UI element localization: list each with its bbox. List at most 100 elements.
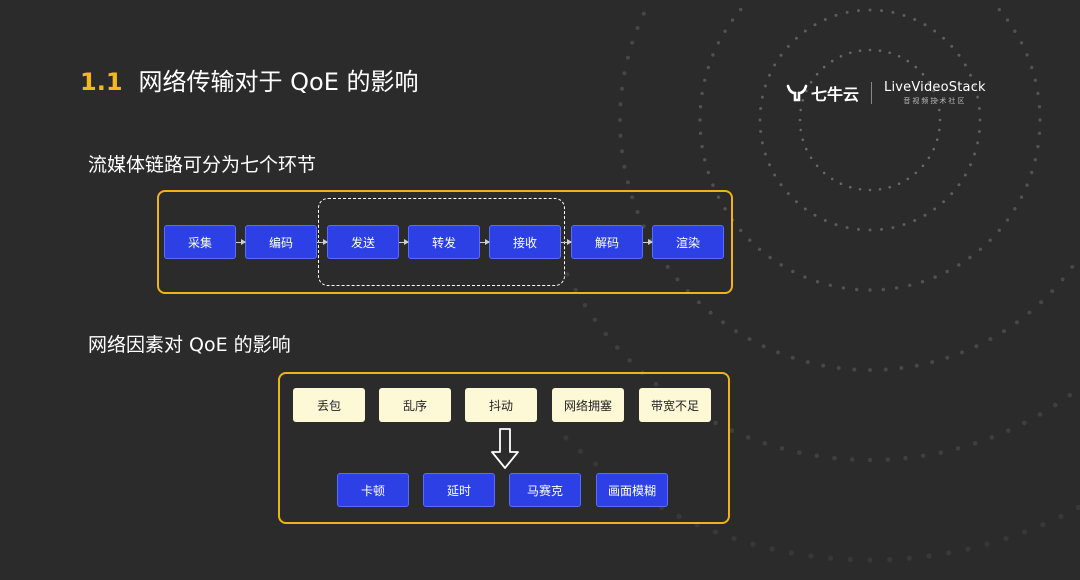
flow-arrow bbox=[643, 239, 653, 245]
stage-relay: 转发 bbox=[408, 225, 480, 259]
decor-dot bbox=[880, 227, 883, 231]
decor-dot bbox=[803, 275, 807, 279]
decor-dot bbox=[1033, 78, 1038, 83]
decor-dot bbox=[708, 310, 713, 315]
decor-dot bbox=[1014, 320, 1019, 325]
decor-dot bbox=[1025, 183, 1029, 187]
decor-dot bbox=[1003, 535, 1009, 542]
decor-dot bbox=[703, 78, 707, 83]
decor-dot bbox=[1075, 504, 1080, 511]
decor-dot bbox=[868, 188, 872, 192]
decor-dot bbox=[823, 18, 827, 21]
decor-dot bbox=[894, 286, 899, 290]
decor-dot bbox=[791, 269, 795, 274]
decor-dot bbox=[801, 138, 805, 141]
decor-dot bbox=[622, 71, 627, 76]
decor-dot bbox=[897, 182, 901, 185]
decor-dot bbox=[703, 158, 707, 162]
decor-dot bbox=[836, 366, 841, 370]
decor-dot bbox=[914, 363, 919, 368]
decor-dot bbox=[813, 23, 817, 27]
decor-dot bbox=[1013, 207, 1017, 211]
decor-dot bbox=[868, 368, 872, 372]
decor-dot bbox=[891, 226, 895, 230]
effect-latency: 延时 bbox=[423, 473, 495, 507]
decor-dot bbox=[779, 446, 785, 451]
decor-dot bbox=[868, 288, 872, 292]
decor-dot bbox=[794, 200, 798, 204]
decor-dot bbox=[868, 228, 872, 232]
flow-arrow bbox=[399, 239, 409, 245]
decor-dot bbox=[779, 53, 783, 57]
decor-dot bbox=[950, 44, 954, 48]
down-arrow-icon bbox=[491, 428, 519, 469]
decor-dot bbox=[883, 367, 888, 372]
decor-dot bbox=[794, 36, 798, 40]
flow-arrow bbox=[561, 239, 572, 245]
decor-dot bbox=[821, 363, 826, 368]
decor-dot bbox=[978, 247, 983, 251]
decor-dot bbox=[698, 131, 703, 135]
decor-dot bbox=[946, 550, 952, 556]
decor-dot bbox=[903, 455, 908, 461]
decor-dot bbox=[762, 441, 768, 446]
decor-dot bbox=[899, 366, 904, 370]
decor-dot bbox=[700, 91, 704, 96]
decor-dot bbox=[923, 213, 927, 217]
decor-dot bbox=[935, 138, 939, 141]
decor-dot bbox=[839, 55, 843, 58]
decor-dot bbox=[747, 337, 752, 342]
impact-heading: 网络因素对 QoE 的影响 bbox=[88, 334, 291, 356]
title-text: 网络传输对于 QoE 的影响 bbox=[138, 68, 419, 96]
factor-packet-loss: 丢包 bbox=[293, 388, 365, 422]
decor-dot bbox=[769, 546, 775, 552]
decor-dot bbox=[963, 173, 967, 177]
decor-dot bbox=[721, 320, 726, 325]
decor-dot bbox=[1025, 53, 1029, 57]
qiniu-logo: 七牛云 bbox=[786, 81, 859, 105]
decor-dot bbox=[977, 130, 981, 133]
decor-dot bbox=[799, 108, 802, 112]
decor-dot bbox=[926, 553, 932, 559]
decor-dot bbox=[622, 164, 627, 169]
decor-dot bbox=[849, 185, 852, 189]
decor-dot bbox=[887, 557, 893, 563]
decor-dot bbox=[832, 455, 837, 461]
decor-dot bbox=[845, 10, 849, 14]
decor-dot bbox=[809, 156, 813, 160]
decor-dot bbox=[1067, 392, 1073, 398]
decor-dot bbox=[977, 107, 981, 110]
decor-dot bbox=[768, 73, 771, 77]
effect-mosaic: 马赛克 bbox=[509, 473, 581, 507]
decor-dot bbox=[969, 163, 972, 167]
decor-dot bbox=[942, 200, 946, 204]
factor-congestion: 网络拥塞 bbox=[552, 388, 624, 422]
decor-dot bbox=[822, 65, 826, 69]
decor-dot bbox=[1040, 522, 1046, 528]
decor-dot bbox=[834, 223, 838, 227]
decor-dot bbox=[776, 350, 780, 355]
decor-dot bbox=[1037, 131, 1042, 135]
logo-area: 七牛云 LiveVideoStack 音视频技术社区 bbox=[786, 80, 986, 106]
decor-dot bbox=[711, 53, 715, 57]
decor-dot bbox=[803, 207, 807, 211]
decor-dot bbox=[1030, 65, 1034, 70]
decor-dot bbox=[955, 446, 961, 451]
decor-dot bbox=[808, 553, 814, 559]
decor-dot bbox=[973, 152, 977, 156]
decor-dot bbox=[881, 287, 885, 292]
decor-dot bbox=[797, 450, 802, 455]
decor-dot bbox=[957, 263, 961, 267]
decor-dot bbox=[582, 302, 588, 308]
decor-dot bbox=[849, 457, 855, 462]
decor-dot bbox=[921, 72, 925, 76]
stage-decode: 解码 bbox=[571, 225, 643, 259]
decor-dot bbox=[847, 557, 853, 563]
decor-dot bbox=[757, 247, 762, 251]
decor-dot bbox=[888, 51, 891, 55]
decor-dot bbox=[712, 529, 719, 535]
decor-dot bbox=[885, 457, 891, 462]
decor-dot bbox=[1006, 428, 1011, 433]
decor-dot bbox=[745, 435, 751, 440]
decor-dot bbox=[618, 118, 622, 122]
